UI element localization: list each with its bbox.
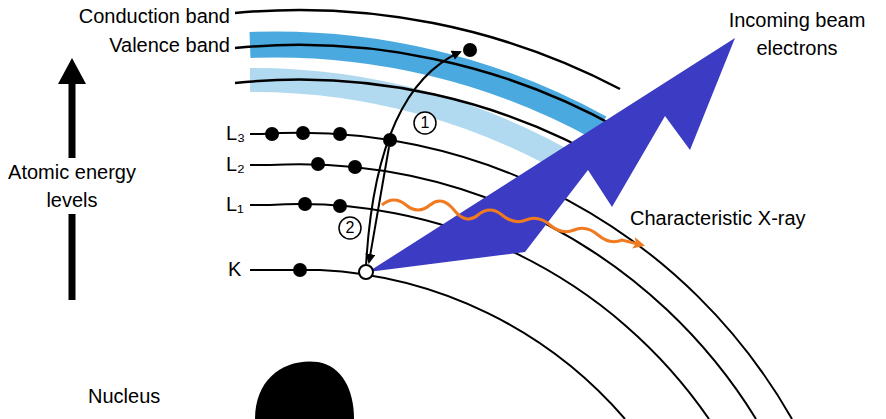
shell-label: K bbox=[228, 257, 241, 281]
band-label: Valence band bbox=[18, 33, 230, 57]
beam-label: Incoming beam electrons bbox=[712, 6, 882, 62]
shell-line bbox=[250, 164, 270, 166]
shell-line bbox=[250, 269, 320, 271]
shell-line bbox=[250, 204, 270, 206]
axis-label: Atomic energy levels bbox=[1, 158, 143, 214]
callout-number: 2 bbox=[346, 219, 355, 237]
band-edge bbox=[235, 10, 620, 89]
energy-arrowhead bbox=[58, 58, 86, 84]
shell-line bbox=[250, 133, 262, 135]
shell-label: L₃ bbox=[226, 121, 245, 145]
vacancy-hole bbox=[359, 265, 373, 279]
shell-label: L₂ bbox=[226, 152, 245, 176]
xray-label: Characteristic X-ray bbox=[630, 206, 806, 230]
callout-circle bbox=[414, 112, 436, 134]
shell-k bbox=[320, 270, 625, 419]
shell-label: L₁ bbox=[226, 192, 244, 216]
band-label: Conduction band bbox=[18, 4, 230, 28]
nucleus bbox=[255, 361, 354, 419]
nucleus-label: Nucleus bbox=[88, 384, 160, 408]
callout-number: 1 bbox=[421, 114, 430, 132]
transition-arrow bbox=[369, 147, 389, 262]
xray-wave bbox=[382, 200, 642, 245]
transition-arrow bbox=[366, 52, 460, 266]
callout-circle bbox=[339, 217, 361, 239]
electron-beam bbox=[368, 38, 735, 272]
